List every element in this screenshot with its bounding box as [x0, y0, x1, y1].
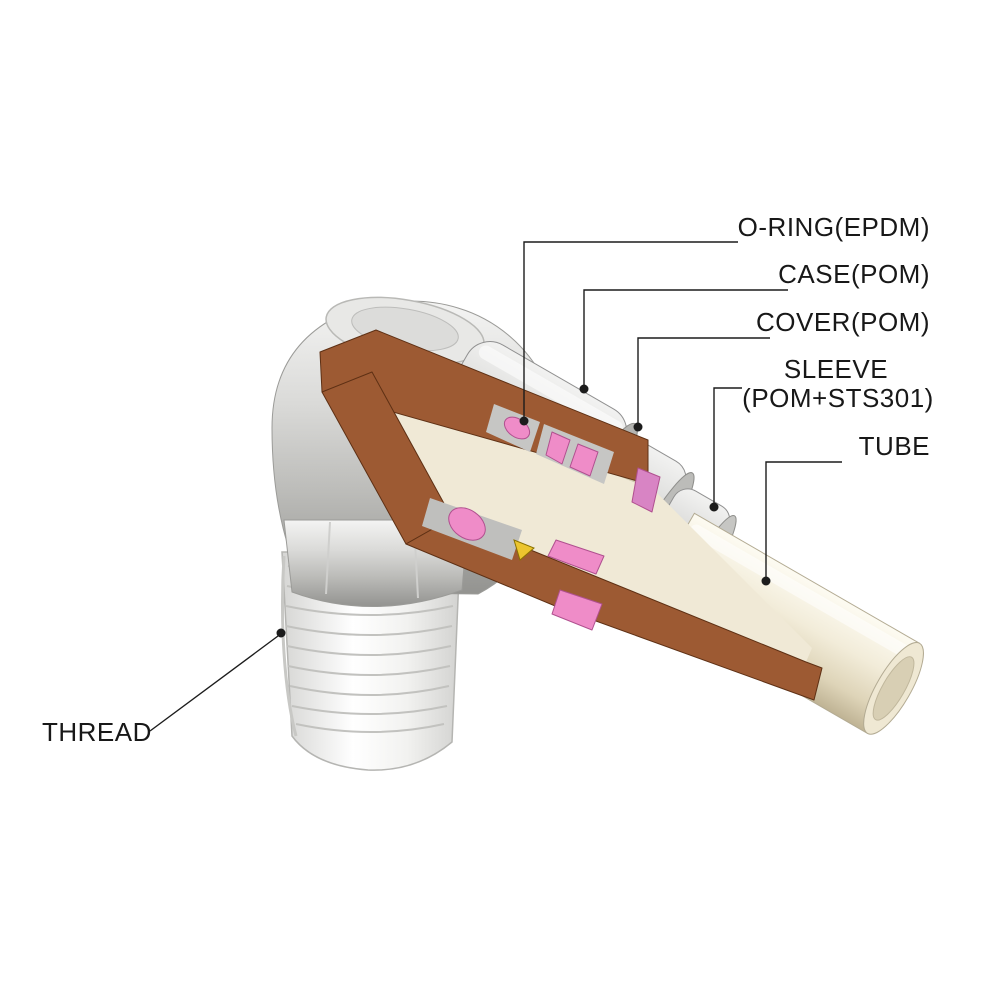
- case-highlight: [478, 345, 623, 435]
- thread-left-shade: [281, 555, 298, 737]
- leader-dot-cover: [633, 422, 643, 432]
- leader-dot-sleeve: [709, 502, 719, 512]
- lower-o-ring-section: [448, 507, 486, 541]
- leader-o-ring: [523, 241, 738, 418]
- lower-collet-strip: [547, 539, 605, 575]
- thread-silhouette: [281, 551, 461, 771]
- leader-sleeve: [713, 387, 742, 504]
- collet-piece-2: [569, 443, 599, 477]
- collar-facet-left: [325, 521, 331, 595]
- leader-dot-tube: [761, 576, 771, 586]
- leader-thread: [149, 635, 279, 732]
- leader-dot-thread: [276, 628, 286, 638]
- tube-end-bore: [872, 656, 915, 721]
- callout-labels: O-RING(EPDM) CASE(POM) COVER(POM) SLEEVE…: [42, 212, 934, 747]
- label-thread: THREAD: [42, 717, 152, 747]
- leader-dot-o-ring: [519, 416, 529, 426]
- leader-dot-case: [579, 384, 589, 394]
- leader-case: [583, 289, 788, 386]
- cutaway-section: [319, 329, 823, 701]
- callout-leaders: [149, 241, 842, 732]
- label-o-ring: O-RING(EPDM): [738, 212, 930, 242]
- leader-cover: [637, 337, 770, 424]
- tube-highlight: [689, 524, 910, 658]
- leader-tube: [765, 461, 842, 578]
- stopper-piece: [513, 539, 535, 561]
- lower-seal-tab: [551, 589, 603, 631]
- collet-piece-1: [545, 431, 571, 465]
- label-tube: TUBE: [859, 431, 930, 461]
- label-sleeve-line1: SLEEVE: [784, 354, 888, 384]
- thread-ridges: [285, 565, 455, 733]
- bore-interior: [374, 374, 812, 662]
- sleeve-seal-section: [631, 467, 661, 513]
- label-case: CASE(POM): [778, 259, 930, 289]
- thread-stem: [281, 551, 461, 771]
- label-cover: COVER(POM): [756, 307, 930, 337]
- label-sleeve-line2: (POM+STS301): [742, 383, 934, 413]
